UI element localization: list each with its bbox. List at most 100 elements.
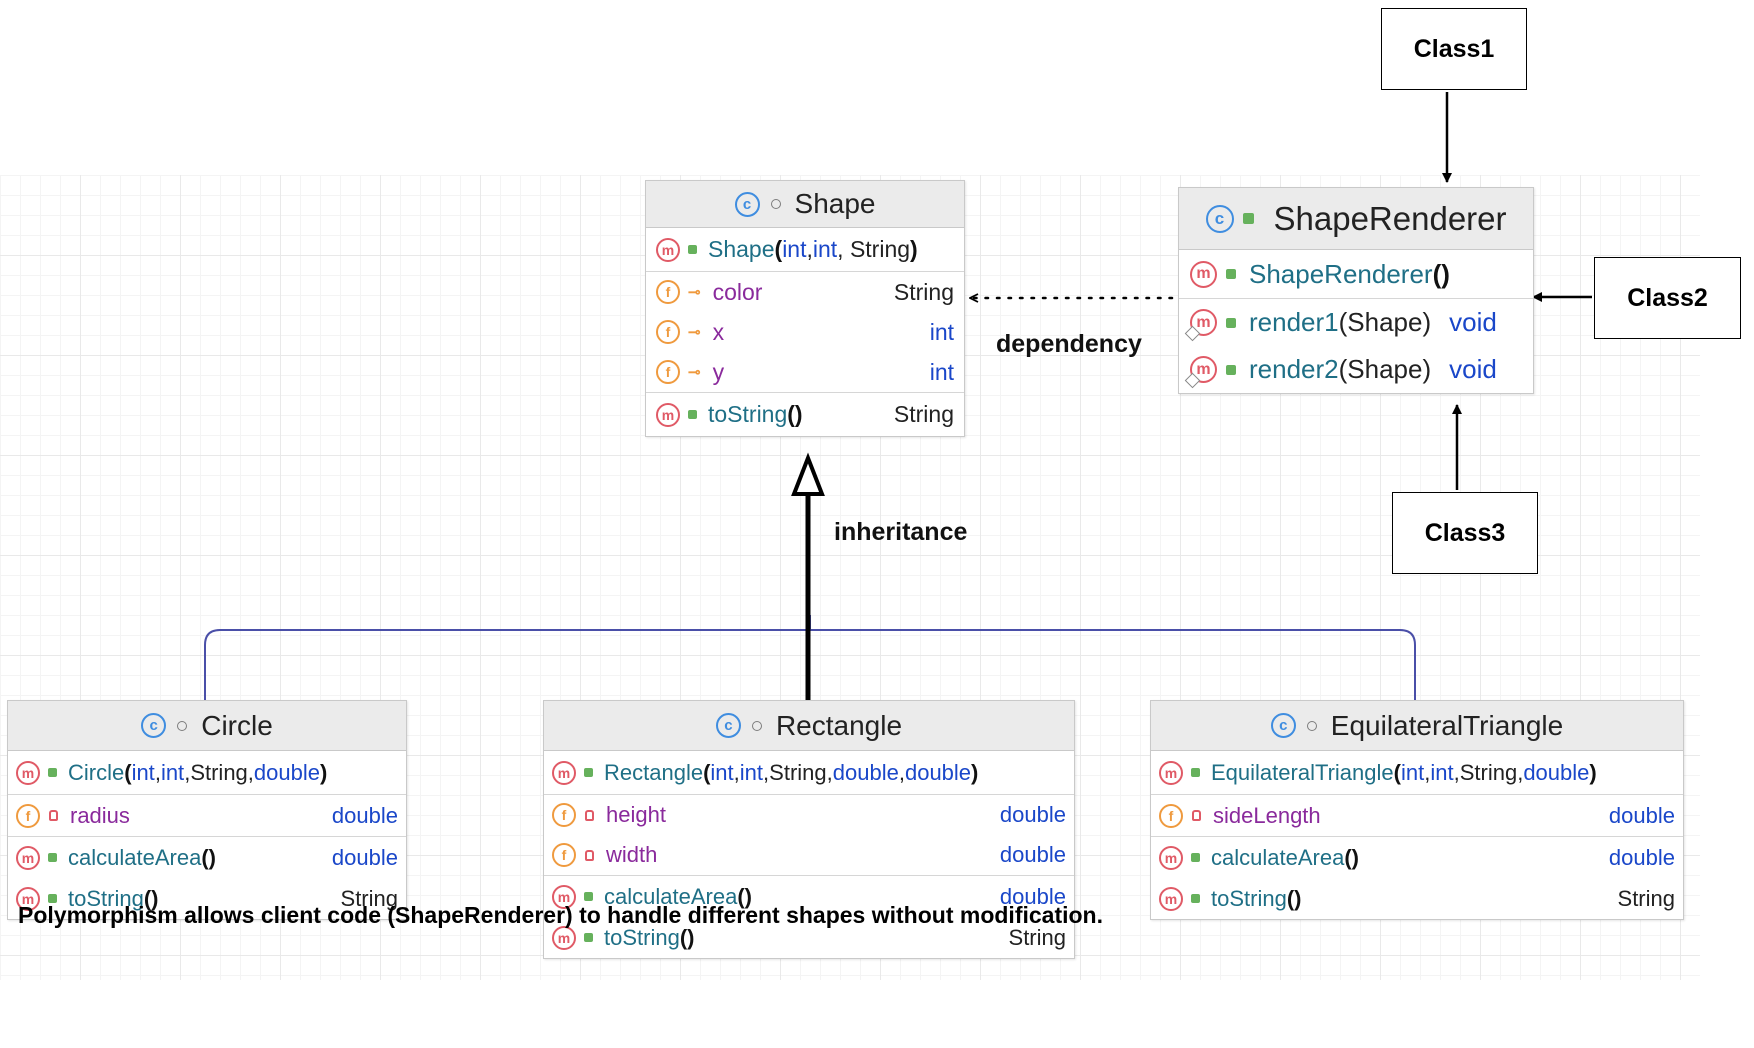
field-type: double	[1608, 802, 1675, 828]
method-row[interactable]: m calculateArea() double	[544, 876, 1074, 917]
key-icon: ⊸	[688, 363, 701, 381]
field-icon: f	[552, 803, 576, 827]
rectangle-class[interactable]: c Rectangle m Rectangle(int, int, String…	[543, 700, 1075, 959]
inheritance-label: inheritance	[834, 518, 968, 546]
class1-box[interactable]: Class1	[1381, 8, 1527, 90]
constructor-row[interactable]: m Circle(int, int, String, double)	[8, 751, 406, 794]
shape-class[interactable]: c Shape m Shape (int, int, String) f ⊸ c…	[645, 180, 965, 437]
method-parens: ()	[1344, 844, 1359, 870]
method-name: toString	[68, 885, 144, 911]
field-row[interactable]: f width double	[544, 835, 1074, 875]
field-icon: f	[656, 320, 680, 344]
equilateraltriangle-class-title: EquilateralTriangle	[1330, 709, 1564, 741]
field-name: radius	[70, 802, 130, 828]
field-type: int	[929, 358, 954, 385]
public-icon	[688, 245, 697, 254]
fields-section: f height double f width double	[544, 795, 1074, 876]
param-type: double	[904, 759, 972, 785]
method-args: (Shape)	[1338, 354, 1432, 384]
param-type: int	[782, 236, 807, 262]
param-type: String	[769, 759, 827, 785]
method-name: render2	[1249, 354, 1339, 384]
param-type: double	[832, 759, 899, 785]
method-parens: ()	[679, 924, 695, 950]
constructor-section: m Shape (int, int, String)	[646, 228, 964, 272]
method-row[interactable]: m calculateArea() double	[8, 837, 406, 878]
method-parens: ()	[787, 401, 803, 427]
public-icon	[1191, 894, 1200, 903]
field-type: double	[999, 802, 1066, 827]
field-name: x	[712, 318, 725, 345]
lock-icon	[585, 849, 594, 861]
key-icon: ⊸	[688, 323, 701, 341]
field-row[interactable]: f sideLength double	[1151, 795, 1683, 836]
field-name: color	[712, 278, 763, 305]
method-row[interactable]: m calculateArea() double	[1151, 837, 1683, 878]
method-icon: m	[1159, 886, 1183, 911]
constructor-section: m ShapeRenderer()	[1179, 250, 1533, 299]
method-icon: m	[552, 884, 576, 909]
package-visibility-icon	[1306, 720, 1317, 731]
constructor-section: m Rectangle(int, int, String, double, do…	[544, 751, 1074, 795]
method-icon: m	[16, 886, 40, 911]
method-return-type: double	[331, 844, 398, 870]
class-icon: c	[1205, 204, 1234, 233]
constructor-row[interactable]: m Rectangle(int, int, String, double, do…	[544, 751, 1074, 794]
fields-section: f ⊸ color String f ⊸ x int f ⊸ y int	[646, 272, 964, 393]
field-type: double	[999, 842, 1066, 867]
circle-class[interactable]: c Circle m Circle(int, int, String, doub…	[7, 700, 407, 920]
field-type: String	[893, 278, 954, 305]
method-parens: ()	[1286, 885, 1302, 911]
method-icon: m	[552, 925, 576, 950]
field-row[interactable]: f ⊸ x int	[646, 312, 964, 352]
param-type: int	[160, 759, 185, 785]
method-row[interactable]: m toString() String	[8, 878, 406, 919]
method-icon: m	[656, 237, 680, 262]
rectangle-class-header: c Rectangle	[544, 701, 1074, 751]
constructor-row[interactable]: m Shape (int, int, String)	[646, 228, 964, 271]
fields-section: f sideLength double	[1151, 795, 1683, 837]
method-icon: m	[552, 760, 576, 785]
param-type: double	[1523, 759, 1590, 785]
shape-class-header: c Shape	[646, 181, 964, 228]
class2-box[interactable]: Class2	[1594, 257, 1741, 339]
constructor-row[interactable]: m ShapeRenderer()	[1179, 250, 1533, 298]
method-return-type: void	[1449, 354, 1497, 384]
public-icon	[1226, 317, 1236, 328]
public-icon	[1191, 853, 1200, 862]
shaperenderer-class[interactable]: c ShapeRenderer m ShapeRenderer() m rend…	[1178, 187, 1534, 394]
method-row[interactable]: m toString() String	[544, 917, 1074, 958]
param-type: int	[812, 236, 838, 262]
class-icon: c	[715, 713, 741, 738]
package-visibility-icon	[751, 720, 762, 731]
public-icon	[48, 853, 57, 862]
param-type: int	[131, 759, 155, 785]
public-icon	[48, 894, 57, 903]
public-icon	[1226, 364, 1236, 375]
field-row[interactable]: f ⊸ y int	[646, 352, 964, 392]
methods-section: m render1(Shape) void m render2(Shape) v…	[1179, 299, 1533, 393]
circle-class-header: c Circle	[8, 701, 406, 751]
circle-class-title: Circle	[201, 709, 273, 741]
public-icon	[1191, 768, 1200, 777]
key-icon: ⊸	[688, 283, 701, 301]
field-row[interactable]: f radius double	[8, 795, 406, 836]
method-row[interactable]: m toString() String	[646, 393, 964, 436]
equilateraltriangle-class[interactable]: c EquilateralTriangle m EquilateralTrian…	[1150, 700, 1684, 920]
method-row[interactable]: m render1(Shape) void	[1179, 299, 1533, 346]
class3-box[interactable]: Class3	[1392, 492, 1538, 574]
method-parens: ()	[737, 883, 752, 909]
method-name: toString	[604, 924, 680, 950]
field-row[interactable]: f height double	[544, 795, 1074, 835]
method-row[interactable]: m toString() String	[1151, 878, 1683, 919]
method-row[interactable]: m render2(Shape) void	[1179, 346, 1533, 393]
field-icon: f	[656, 360, 680, 384]
constructor-row[interactable]: m EquilateralTriangle(int, int, String, …	[1151, 751, 1683, 794]
method-return-type: String	[893, 401, 954, 427]
field-row[interactable]: f ⊸ color String	[646, 272, 964, 312]
field-type: int	[929, 318, 954, 345]
method-return-type: String	[1008, 924, 1066, 950]
param-type: , String	[837, 236, 911, 262]
